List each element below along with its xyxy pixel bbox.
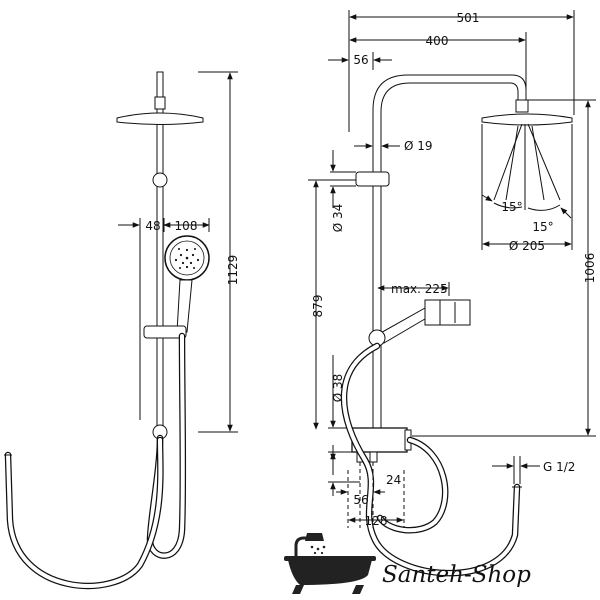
right-side-view: 15° 15° Ø 205 501 400 56 Ø 19 Ø 34 [308, 10, 597, 577]
overhead-shower-head-side [481, 113, 573, 126]
overhead-shower-head [116, 112, 204, 125]
pipe-ring [152, 172, 168, 188]
head-diameter-label: Ø 205 [509, 239, 545, 253]
arm-length-label: 400 [426, 34, 449, 48]
bathtub-icon [284, 533, 376, 594]
pipe-diameter-label: Ø 19 [404, 139, 433, 153]
watermark-logo: Santeh-Shop [284, 533, 531, 594]
holder-height-label: 879 [311, 295, 325, 318]
shower-hose [148, 334, 185, 558]
inlet-width-label: 128 [365, 514, 388, 528]
holder-clamp [355, 171, 390, 187]
head-angle-left-label: 15° [501, 200, 522, 214]
hand-shower-head-side [424, 299, 471, 326]
max-reach-label: max. 225 [391, 282, 448, 296]
hose-loop-side [378, 438, 448, 533]
hand-shower-handle [176, 279, 193, 333]
handshower-offset-label: 48 [145, 219, 160, 233]
total-height-label: 1006 [583, 253, 597, 284]
wall-offset-label: 56 [353, 53, 368, 67]
riser-pipe [156, 71, 164, 433]
holder-diameter-label: Ø 34 [331, 204, 345, 233]
hose-side [342, 344, 519, 576]
inlet-depth-label: 24 [386, 473, 401, 487]
total-width-label: 501 [457, 11, 480, 25]
supply-hose [6, 438, 163, 588]
hand-shower-nozzles [174, 248, 200, 269]
head-connector [154, 96, 166, 110]
brand-name: Santeh-Shop [382, 562, 531, 588]
height-dimension-label: 1129 [226, 255, 240, 286]
hand-shower-holder [143, 325, 187, 339]
connector-size-label: G 1/2 [543, 460, 575, 474]
left-front-view: 1129 48 108 [4, 71, 240, 590]
inlet-spacing-label: 56 [353, 493, 368, 507]
arm-connector [515, 99, 529, 113]
head-angle-right-label: 15° [532, 220, 553, 234]
spray-angle-line [493, 123, 523, 201]
handshower-width-label: 108 [175, 219, 198, 233]
